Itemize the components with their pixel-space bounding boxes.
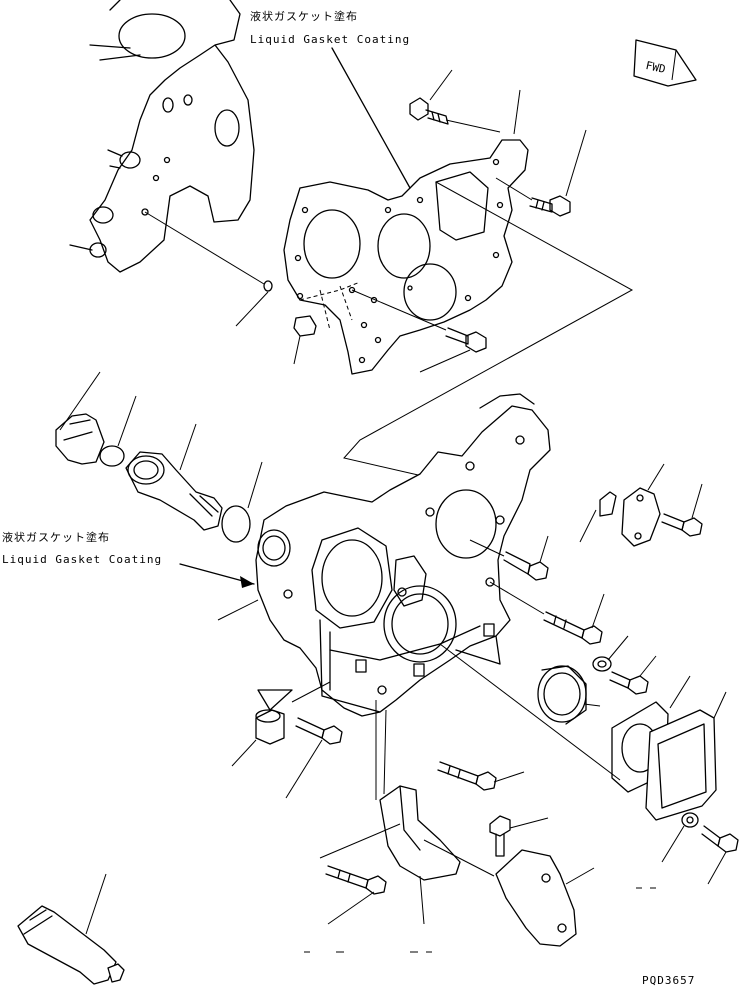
bolt-mid-1 [469, 535, 549, 581]
o-ring-upper [99, 395, 137, 467]
cylinder-block [69, 0, 255, 273]
washer-lower-right [661, 812, 699, 863]
o-ring-lower [221, 461, 263, 543]
leader-arrowhead [240, 576, 254, 588]
note-top-japanese: 液状ガスケット塗布 [250, 10, 358, 23]
bolt-lower-left [285, 681, 343, 799]
mounting-bracket [375, 700, 461, 925]
oil-seal [537, 665, 601, 725]
fwd-arrow-icon: FWD [633, 39, 697, 87]
cap-plug [579, 491, 617, 543]
drawing-code: PQD3657 [642, 974, 696, 987]
leader-housing [217, 599, 259, 621]
note-top-english: Liquid Gasket Coating [250, 33, 411, 46]
dowel-lower [231, 689, 293, 767]
dowel-plate [293, 315, 317, 365]
bolt-plate-right [495, 89, 587, 217]
washer-mid [592, 635, 629, 672]
oil-filler-cap [55, 371, 105, 465]
front-plate-gasket [283, 139, 529, 375]
note-left-english: Liquid Gasket Coating [2, 553, 163, 566]
stay-plate [423, 839, 595, 947]
front-cover-housing [255, 393, 551, 717]
bolt-cover-small [661, 483, 703, 537]
cover-plate-small [621, 463, 665, 547]
assembly-guide [343, 181, 634, 481]
cover-plate-right [645, 691, 727, 821]
bolt-plate-top [409, 69, 501, 133]
oil-filler-pipe [125, 423, 223, 531]
bolt-bracket-low [319, 823, 401, 925]
bolt-mid-long [489, 581, 605, 645]
fwd-label: FWD [645, 59, 667, 76]
bolt-bracket-vertical [489, 815, 549, 857]
sealant-tube-icon [17, 873, 125, 985]
leader-top-note [331, 47, 411, 189]
bolt-mid-2 [609, 655, 657, 695]
assembly-guide-2 [439, 643, 621, 781]
bolt-bracket-top [437, 761, 525, 791]
dowel-pin-upper [144, 211, 273, 327]
note-left-japanese: 液状ガスケット塗布 [2, 531, 110, 544]
dim-marks [304, 887, 656, 953]
bolt-plate-lower [351, 289, 487, 373]
bolt-lower-right [701, 825, 739, 885]
